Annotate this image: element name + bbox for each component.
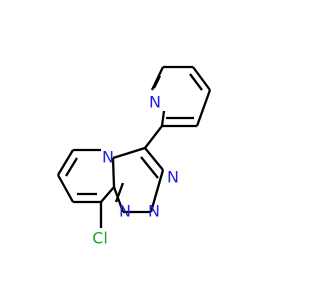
bond-layer [56,65,212,228]
bond-pyridine-top-left-inner [152,75,162,89]
molecule-diagram: N N N N N Cl [56,65,212,248]
triazole-right-nitrogen-label: N [167,168,179,187]
triazole-bottom-right-nitrogen-label: N [148,202,160,221]
atom-labels: N N N N N Cl [92,93,179,248]
bond-triazole-right-to-bottom [149,169,165,213]
bond-triazole-c3-n4-inner [140,156,159,179]
molecule-structure-canvas: N N N N N Cl [56,65,212,248]
bond-triazole-c3-n4 [144,147,164,171]
bond-triazole-bottom-left-inner [114,182,125,203]
bond-fused-top-left-inner [65,157,78,177]
bridgehead-nitrogen-label: N [102,148,114,167]
bond-fused-bottom-right [100,186,115,203]
chlorine-label: Cl [92,229,108,248]
pyridine-nitrogen-label: N [149,93,161,112]
bond-triazole-c3-n1 [112,146,146,160]
bond-pyridine-top-right-inner [189,73,203,91]
bond-pyridine-top-right [192,66,211,91]
bond-fused-left [56,174,75,203]
bond-pyridine-left-to-n [160,110,166,127]
bond-pyridine-right [195,89,212,127]
triazole-bottom-left-nitrogen-label: N [119,202,131,221]
bond-triazole-bottom-left [112,186,125,213]
bond-fused-top-left [57,149,74,176]
bond-triazole-bridge [111,157,116,188]
bond-inter-ring [144,125,163,149]
